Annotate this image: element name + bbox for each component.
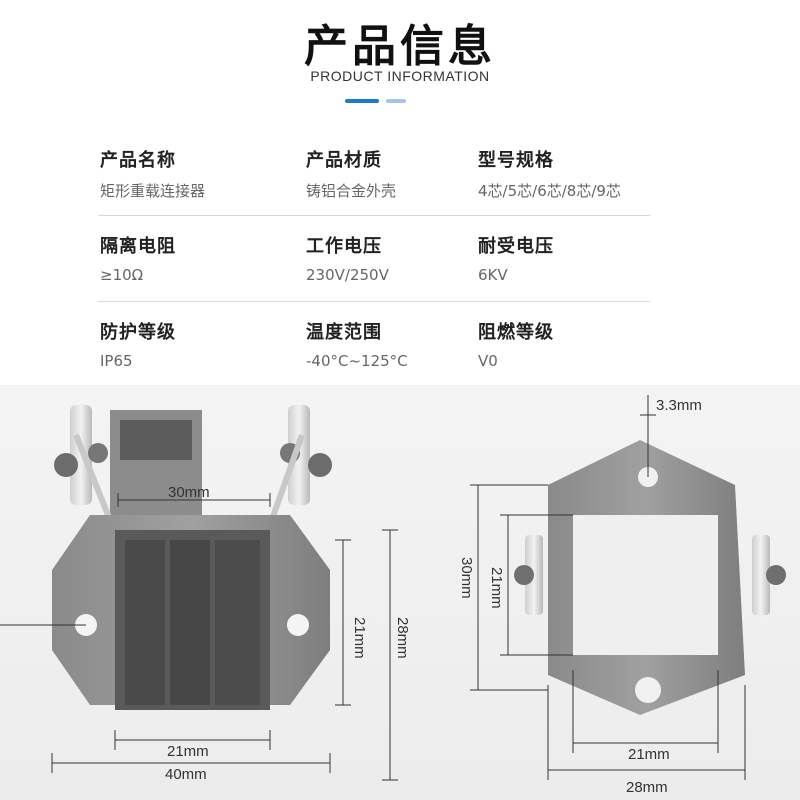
spec-label: 阻燃等级: [478, 322, 554, 343]
back-connector-image: [514, 440, 786, 715]
spec-value: 铸铝合金外壳: [306, 182, 397, 200]
front-dimension-lines: [0, 493, 398, 781]
spec-label: 型号规格: [478, 150, 554, 171]
dim-top-width: 30mm: [168, 484, 210, 501]
dim-outer-height: 28mm: [394, 617, 411, 659]
spec-label: 温度范围: [306, 322, 382, 343]
spec-value: IP65: [100, 352, 133, 370]
back-window: [573, 515, 718, 655]
spec-label: 防护等级: [100, 322, 176, 343]
spec-value: V0: [478, 352, 498, 370]
spec-label: 产品材质: [306, 150, 382, 171]
spec-value: 4芯/5芯/6芯/8芯/9芯: [478, 182, 621, 200]
spec-row: 产品名称 矩形重载连接器 产品材质 铸铝合金外壳 型号规格 4芯/5芯/6芯/8…: [98, 130, 650, 216]
front-connector-image: [52, 405, 332, 710]
back-dimension-lines: [470, 395, 746, 780]
right-latch: [267, 405, 332, 527]
dim-back-inner-height: 21mm: [488, 567, 505, 609]
dim-offset: 3.3mm: [656, 397, 702, 414]
spec-row: 防护等级 IP65 温度范围 -40°C~125°C 阻燃等级 V0: [98, 302, 650, 387]
spec-label: 工作电压: [306, 236, 382, 257]
dim-outer-width: 40mm: [165, 766, 207, 783]
page-title: 产品信息: [304, 21, 496, 72]
spec-item: 产品名称 矩形重载连接器: [100, 146, 205, 201]
dim-inner-height: 21mm: [351, 617, 368, 659]
spec-label: 产品名称: [100, 150, 176, 171]
dimension-drawing: 30mm 21mm 40mm 21mm 28mm 3.3mm 30mm 21mm…: [0, 395, 786, 796]
spec-value: -40°C~125°C: [306, 352, 408, 370]
spec-label: 隔离电阻: [100, 236, 176, 257]
spec-item: 阻燃等级 V0: [478, 318, 554, 370]
spec-item: 防护等级 IP65: [100, 318, 176, 370]
spec-item: 温度范围 -40°C~125°C: [306, 318, 408, 370]
mounting-hole: [635, 677, 661, 703]
page-subtitle: PRODUCT INFORMATION: [310, 68, 490, 84]
spec-row: 隔离电阻 ≥10Ω 工作电压 230V/250V 耐受电压 6KV: [98, 216, 650, 302]
spec-value: ≥10Ω: [100, 266, 144, 284]
dim-back-outer-height: 30mm: [458, 557, 475, 599]
spec-value: 矩形重载连接器: [100, 182, 206, 200]
title-accent-bar-light: [386, 99, 406, 103]
spec-value: 230V/250V: [306, 266, 389, 284]
spec-item: 型号规格 4芯/5芯/6芯/8芯/9芯: [478, 146, 621, 201]
spec-item: 产品材质 铸铝合金外壳: [306, 146, 396, 201]
spec-table: 产品名称 矩形重载连接器 产品材质 铸铝合金外壳 型号规格 4芯/5芯/6芯/8…: [98, 130, 650, 387]
spec-item: 耐受电压 6KV: [478, 232, 554, 284]
mounting-hole: [287, 614, 309, 636]
dim-inner-width: 21mm: [167, 743, 209, 760]
header: 产品信息 PRODUCT INFORMATION: [0, 0, 800, 120]
title-accent-bar: [345, 99, 379, 103]
left-latch: [54, 405, 115, 527]
spec-item: 工作电压 230V/250V: [306, 232, 389, 284]
spec-label: 耐受电压: [478, 236, 554, 257]
dim-back-outer-width: 28mm: [626, 779, 668, 796]
spec-value: 6KV: [478, 266, 508, 284]
dim-back-inner-width: 21mm: [628, 746, 670, 763]
spec-item: 隔离电阻 ≥10Ω: [100, 232, 176, 284]
connector-opening: [120, 420, 192, 460]
